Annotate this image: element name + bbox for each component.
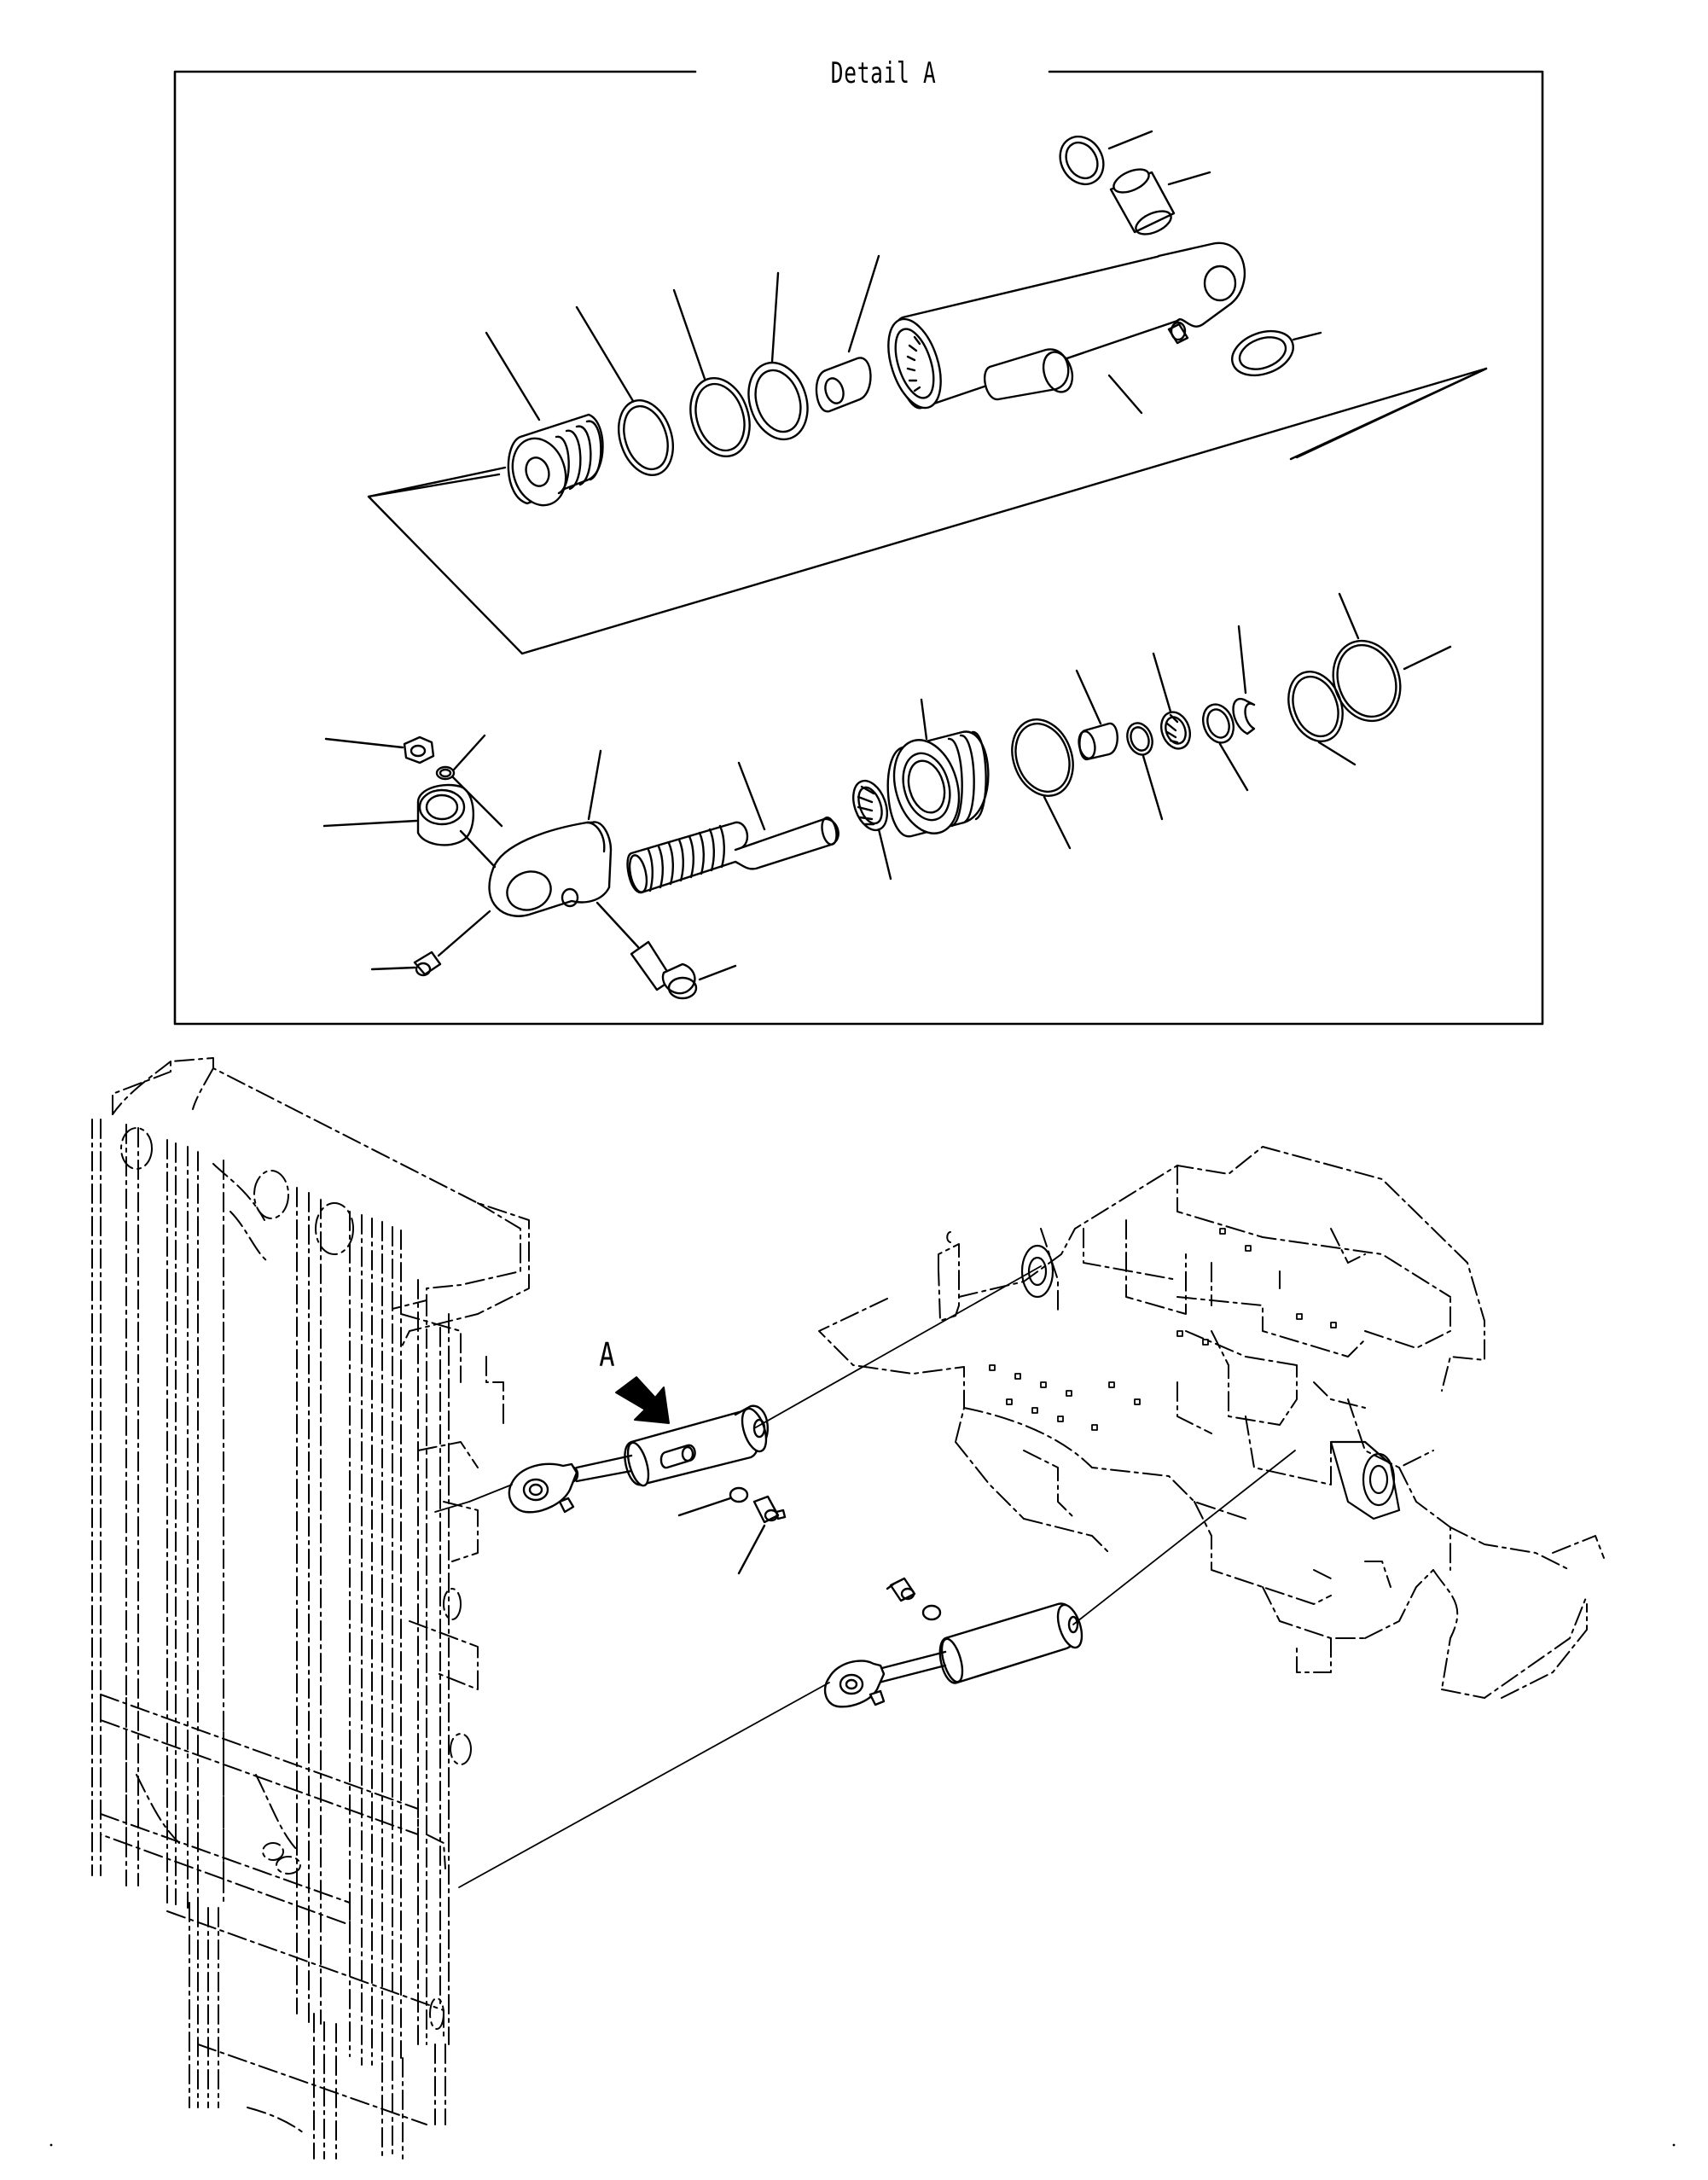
detail-title: Detail A xyxy=(818,56,948,90)
o-ring-large xyxy=(1332,639,1402,723)
clamp-bolt xyxy=(630,940,698,1000)
snap-ring xyxy=(1232,698,1256,735)
grease-fitting xyxy=(413,950,442,977)
arrow-down-right-icon xyxy=(615,1376,670,1424)
dust-seal xyxy=(1201,703,1235,744)
lock-nut-small xyxy=(403,735,435,764)
backup-ring xyxy=(1287,671,1344,742)
grease-fitting-callout xyxy=(752,1495,787,1524)
o-ring-callout xyxy=(729,1486,749,1503)
mast-assembly xyxy=(91,1057,530,2160)
piston-nut xyxy=(815,357,872,413)
truck-frame xyxy=(818,1146,1605,1699)
spherical-bearing xyxy=(416,783,474,846)
bushing-small xyxy=(1078,722,1118,761)
tilt-rod-eye-left xyxy=(508,1462,578,1514)
detail-a-frame xyxy=(173,70,1544,1026)
piston xyxy=(507,413,604,507)
wear-ring xyxy=(689,376,751,458)
rod-seal xyxy=(1159,711,1192,750)
washer-right xyxy=(1231,329,1294,377)
grease-fitting-loose xyxy=(886,1577,916,1602)
rod-eye xyxy=(488,821,613,917)
seal-ring xyxy=(747,361,809,441)
cylinder-tube xyxy=(887,241,1246,410)
page-marks xyxy=(49,2143,1676,2147)
piston-ring xyxy=(618,399,674,476)
callout-label: A xyxy=(599,1336,615,1374)
o-ring-small xyxy=(1126,722,1153,756)
washer-top xyxy=(1059,135,1105,186)
cylinder-head xyxy=(886,730,990,838)
piston-rod xyxy=(626,817,839,894)
bushing xyxy=(1109,168,1176,235)
assembly-lines xyxy=(434,1265,1296,1888)
upper-assembly-plane xyxy=(367,367,1488,655)
rod-wear-ring xyxy=(852,779,888,832)
leader-line xyxy=(485,331,541,421)
o-ring-loose xyxy=(921,1604,942,1621)
leader-line xyxy=(367,466,507,498)
o-ring-gland xyxy=(1011,718,1074,797)
tilt-cylinder-left xyxy=(567,1404,769,1487)
snap-ring-small xyxy=(435,765,456,781)
tilt-cylinder-right xyxy=(869,1602,1083,1684)
tilt-rod-eye-right xyxy=(823,1660,886,1708)
